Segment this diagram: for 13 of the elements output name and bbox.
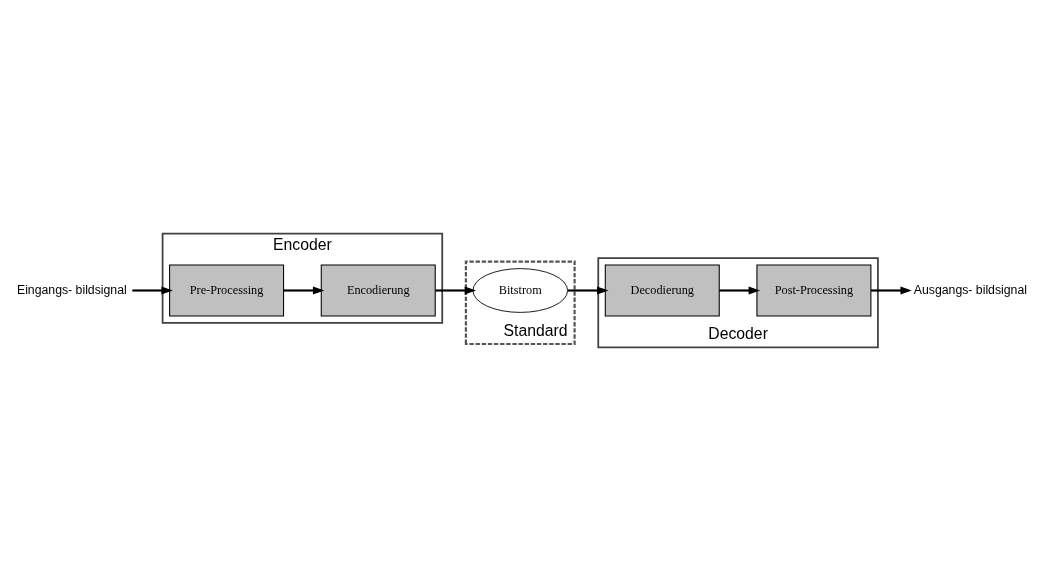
arrow bbox=[132, 286, 173, 295]
node-text: Eingangs- bildsignal bbox=[16, 282, 127, 297]
node-box: Decodierung bbox=[604, 264, 720, 317]
node-box: Pre-Processing bbox=[169, 264, 285, 317]
node-box: Encodierung bbox=[320, 264, 436, 317]
node-box: Post-Processing bbox=[756, 264, 872, 317]
node-text: Ausgangs- bildsignal bbox=[913, 282, 1027, 297]
arrow bbox=[719, 286, 761, 295]
arrow bbox=[871, 286, 912, 295]
arrow bbox=[435, 286, 477, 295]
arrow bbox=[283, 286, 325, 295]
arrow bbox=[567, 286, 609, 295]
node-ellipse: Bitstrom bbox=[472, 268, 569, 313]
